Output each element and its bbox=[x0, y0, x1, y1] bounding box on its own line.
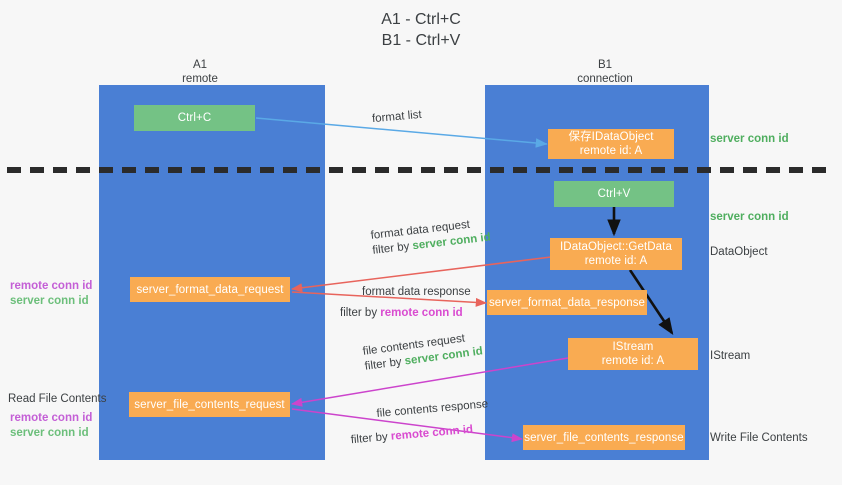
title-line-1: A1 - Ctrl+C bbox=[381, 11, 461, 28]
box-save-idataobject[interactable]: 保存IDataObject remote id: A bbox=[548, 129, 674, 159]
edge-label-file-contents-response-filter: filter by remote conn id bbox=[350, 421, 491, 448]
edge-label-format-list-text: format list bbox=[371, 108, 423, 126]
edge-label-file-contents-response-text: file contents response bbox=[376, 398, 489, 420]
annotation-right-server-conn-id-2: server conn id bbox=[710, 211, 789, 223]
annotation-left-read-file-contents: Read File Contents bbox=[8, 393, 107, 405]
box-ctrl-c-label: Ctrl+C bbox=[177, 112, 212, 124]
column-a1-name: A1 bbox=[192, 59, 208, 71]
edge-label-format-data-response: format data response filter by remote co… bbox=[340, 285, 471, 321]
annotation-right-dataobject: DataObject bbox=[710, 246, 768, 258]
title-line-2: B1 - Ctrl+V bbox=[381, 32, 461, 49]
box-server-format-data-response[interactable]: server_format_data_response bbox=[487, 290, 647, 315]
diagram-title: A1 - Ctrl+C B1 - Ctrl+V bbox=[0, 9, 842, 51]
filter-value-remote-conn-id: remote conn id bbox=[380, 307, 463, 319]
edge-label-format-data-response-filter: filter by remote conn id bbox=[340, 306, 471, 321]
edge-label-file-contents-response: file contents response filter by remote … bbox=[350, 397, 491, 446]
box-server-file-contents-response-label: server_file_contents_response bbox=[524, 431, 684, 444]
box-istream-line2: remote id: A bbox=[601, 355, 665, 367]
box-server-file-contents-request-label: server_file_contents_request bbox=[134, 398, 285, 411]
column-a1-sublabel: remote bbox=[182, 73, 218, 85]
edge-label-file-contents-request: file contents request filter by server c… bbox=[362, 329, 484, 374]
annotation-left-remote-conn-id-2: remote conn id bbox=[10, 412, 93, 424]
box-server-format-data-request[interactable]: server_format_data_request bbox=[130, 277, 290, 302]
filter-prefix: filter by bbox=[364, 355, 406, 373]
annotation-left-server-conn-id-1: server conn id bbox=[10, 295, 89, 307]
box-ctrl-v[interactable]: Ctrl+V bbox=[554, 181, 674, 207]
filter-prefix: filter by bbox=[350, 430, 392, 447]
edge-label-format-data-response-text: format data response bbox=[362, 286, 471, 298]
box-save-idataobject-line1: 保存IDataObject bbox=[568, 131, 654, 143]
annotation-right-server-conn-id-1: server conn id bbox=[710, 133, 789, 145]
edge-label-format-data-request: format data request filter by server con… bbox=[370, 216, 492, 259]
column-header-b1: B1 connection bbox=[545, 58, 665, 86]
box-idataobject-getdata[interactable]: IDataObject::GetData remote id: A bbox=[550, 238, 682, 270]
box-istream-line1: IStream bbox=[612, 341, 654, 353]
phase-divider bbox=[7, 167, 835, 173]
column-b1-name: B1 bbox=[597, 59, 613, 71]
box-server-format-data-request-label: server_format_data_request bbox=[136, 283, 284, 296]
box-server-file-contents-request[interactable]: server_file_contents_request bbox=[129, 392, 290, 417]
annotation-left-remote-conn-id-1: remote conn id bbox=[10, 280, 93, 292]
box-ctrl-c[interactable]: Ctrl+C bbox=[134, 105, 255, 131]
box-save-idataobject-line2: remote id: A bbox=[579, 145, 643, 157]
annotation-left-server-conn-id-2: server conn id bbox=[10, 427, 89, 439]
box-ctrl-v-label: Ctrl+V bbox=[597, 188, 631, 200]
filter-value-remote-conn-id: remote conn id bbox=[390, 423, 474, 443]
edge-label-format-list: format list bbox=[371, 108, 423, 127]
column-b1-sublabel: connection bbox=[577, 73, 633, 85]
annotation-right-write-file-contents: Write File Contents bbox=[710, 432, 808, 444]
box-server-file-contents-response[interactable]: server_file_contents_response bbox=[523, 425, 685, 450]
column-header-a1: A1 remote bbox=[140, 58, 260, 86]
box-idataobject-getdata-line1: IDataObject::GetData bbox=[560, 241, 672, 253]
annotation-right-istream: IStream bbox=[710, 350, 751, 362]
filter-prefix: filter by bbox=[371, 240, 414, 257]
box-istream[interactable]: IStream remote id: A bbox=[568, 338, 698, 370]
box-server-format-data-response-label: server_format_data_response bbox=[488, 296, 646, 309]
filter-prefix: filter by bbox=[340, 307, 381, 319]
box-idataobject-getdata-line2: remote id: A bbox=[584, 255, 648, 267]
